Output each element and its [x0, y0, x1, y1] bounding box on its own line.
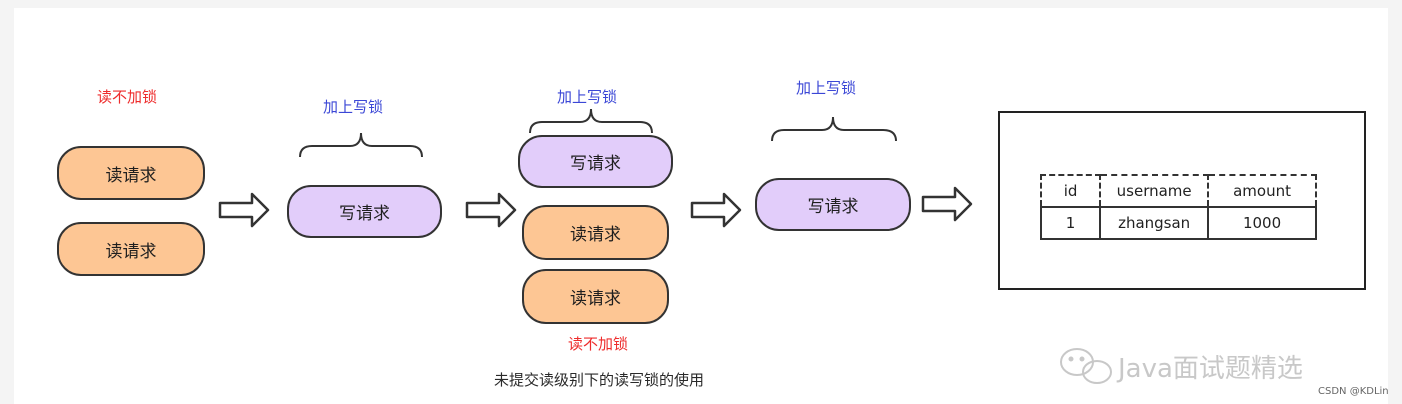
table-row: 1 zhangsan 1000: [1039, 206, 1317, 240]
top-border: [0, 0, 1402, 8]
arrow-4: [921, 186, 973, 222]
watermark-text: Java面试题精选: [1118, 354, 1303, 384]
read-request-1a: 读请求: [57, 146, 205, 200]
label-write-lock-2: 加上写锁: [323, 98, 384, 116]
column-header-username: username: [1099, 174, 1210, 208]
label-write-lock-4: 加上写锁: [796, 79, 857, 97]
read-request-3a: 读请求: [522, 205, 669, 260]
brace-stage-4: [771, 116, 897, 142]
column-header-id: id: [1039, 174, 1102, 208]
write-request-2: 写请求: [287, 185, 442, 238]
wechat-icon: [1060, 348, 1112, 384]
table-header-row: id username amount: [1039, 174, 1317, 208]
label-no-lock-3: 读不加锁: [568, 335, 629, 353]
credit-text: CSDN @KDLin: [1318, 386, 1389, 397]
column-header-amount: amount: [1207, 174, 1317, 208]
data-table: id username amount 1 zhangsan 1000: [1039, 174, 1317, 240]
cell-amount: 1000: [1207, 206, 1317, 240]
write-request-4: 写请求: [755, 178, 911, 231]
label-no-lock-1: 读不加锁: [97, 88, 158, 106]
arrow-1: [218, 192, 270, 228]
right-border: [1388, 0, 1402, 404]
cell-id: 1: [1039, 206, 1102, 240]
brace-stage-2: [299, 132, 423, 158]
arrow-2: [465, 192, 517, 228]
cell-username: zhangsan: [1099, 206, 1210, 240]
write-request-3: 写请求: [518, 135, 673, 188]
left-border: [0, 0, 14, 404]
read-request-3b: 读请求: [522, 269, 669, 324]
read-request-1b: 读请求: [57, 222, 205, 276]
arrow-3: [690, 192, 742, 228]
label-write-lock-3: 加上写锁: [557, 88, 618, 106]
figure-caption: 未提交读级别下的读写锁的使用: [494, 371, 705, 389]
brace-stage-3: [529, 108, 653, 134]
